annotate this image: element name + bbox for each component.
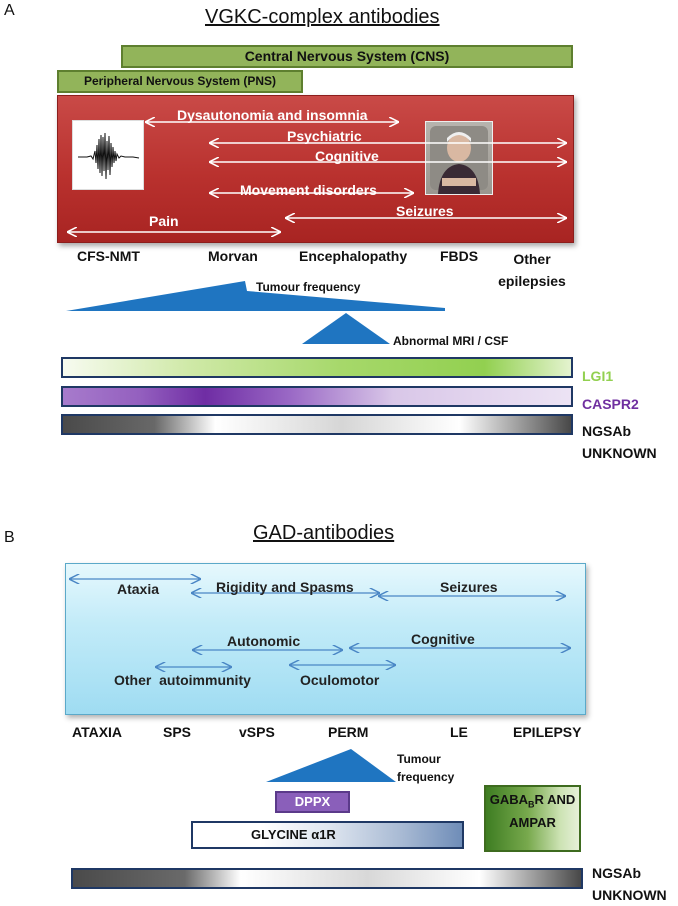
symptom-rigidity: Rigidity and Spasms: [216, 579, 354, 595]
syndrome-vsps: vSPS: [239, 724, 275, 740]
syndrome-ataxia: ATAXIA: [72, 724, 123, 740]
symptom-dysautonomia: Dysautonomia and insomnia: [177, 107, 368, 123]
pns-label: Peripheral Nervous System (PNS): [83, 74, 277, 88]
abnormal-mri-label: Abnormal MRI / CSF: [393, 334, 509, 348]
syndrome-morvan: Morvan: [208, 248, 258, 264]
syndrome-perm: PERM: [328, 724, 369, 740]
symptom-movement: Movement disorders: [240, 182, 377, 198]
caspr2-bar: [61, 386, 573, 407]
dppx-label: DPPX: [294, 794, 331, 809]
symptom-oculomotor: Oculomotor: [300, 672, 380, 688]
symptom-seizures-b: Seizures: [440, 579, 498, 595]
symptom-other-autoimmunity: Other autoimmunity: [114, 672, 251, 688]
symptom-seizures-a: Seizures: [396, 203, 454, 219]
syndrome-cfs-nmt: CFS-NMT: [77, 248, 140, 264]
dppx-box: DPPX: [275, 791, 350, 813]
panel-a-letter: A: [4, 2, 15, 19]
ngsab-bar-b: [71, 868, 583, 889]
syndrome-sps: SPS: [163, 724, 192, 740]
glycine-label: GLYCINE α1R: [251, 827, 336, 842]
tumour-frequency-label-a: Tumour frequency: [256, 280, 361, 294]
ngsab-label-b: NGSAb UNKNOWN: [592, 865, 667, 903]
symptom-pain: Pain: [149, 213, 179, 229]
syndrome-fbds: FBDS: [440, 248, 479, 264]
gabab-label-sub: B: [528, 799, 535, 810]
ngsab-label-a: NGSAb UNKNOWN: [582, 423, 657, 461]
symptom-cognitive: Cognitive: [315, 148, 379, 164]
cns-label: Central Nervous System (CNS): [244, 48, 450, 64]
caspr2-label: CASPR2: [582, 396, 639, 412]
panel-b-title: GAD-antibodies: [253, 522, 395, 544]
syndrome-other-epilepsies: Other epilepsies: [498, 251, 566, 289]
cns-box: Central Nervous System (CNS): [121, 45, 573, 68]
panel-b-letter: B: [4, 529, 15, 546]
emg-trace-image: [72, 120, 144, 190]
syndrome-encephalopathy: Encephalopathy: [299, 248, 408, 264]
gabab-label-prefix: GABA: [489, 792, 529, 807]
emg-trace-graphic: [78, 132, 140, 180]
abnormal-mri-triangle: [302, 313, 390, 344]
symptom-autonomic: Autonomic: [227, 633, 301, 649]
syndrome-epilepsy: EPILEPSY: [513, 724, 582, 740]
lgi1-bar: [61, 357, 573, 378]
ngsab-bar-a: [61, 414, 573, 435]
tumour-frequency-triangle-b: [266, 749, 396, 782]
glycine-bar: GLYCINE α1R: [191, 821, 464, 849]
symptom-box-b: [65, 563, 586, 715]
tumour-frequency-label-b: Tumour frequency: [397, 752, 455, 784]
panel-a-title: VGKC-complex antibodies: [205, 6, 440, 28]
gabab-ampar-box: GABABR AND AMPAR: [484, 785, 581, 852]
symptom-ataxia: Ataxia: [117, 581, 160, 597]
pns-box: Peripheral Nervous System (PNS): [57, 70, 303, 93]
symptom-cognitive-b: Cognitive: [411, 631, 475, 647]
lgi1-label: LGI1: [582, 368, 614, 384]
syndrome-le: LE: [450, 724, 468, 740]
gabab-label-suffix: R AND AMPAR: [509, 792, 576, 830]
tumour-frequency-wedge-a: [66, 281, 445, 311]
symptom-psychiatric: Psychiatric: [287, 128, 362, 144]
